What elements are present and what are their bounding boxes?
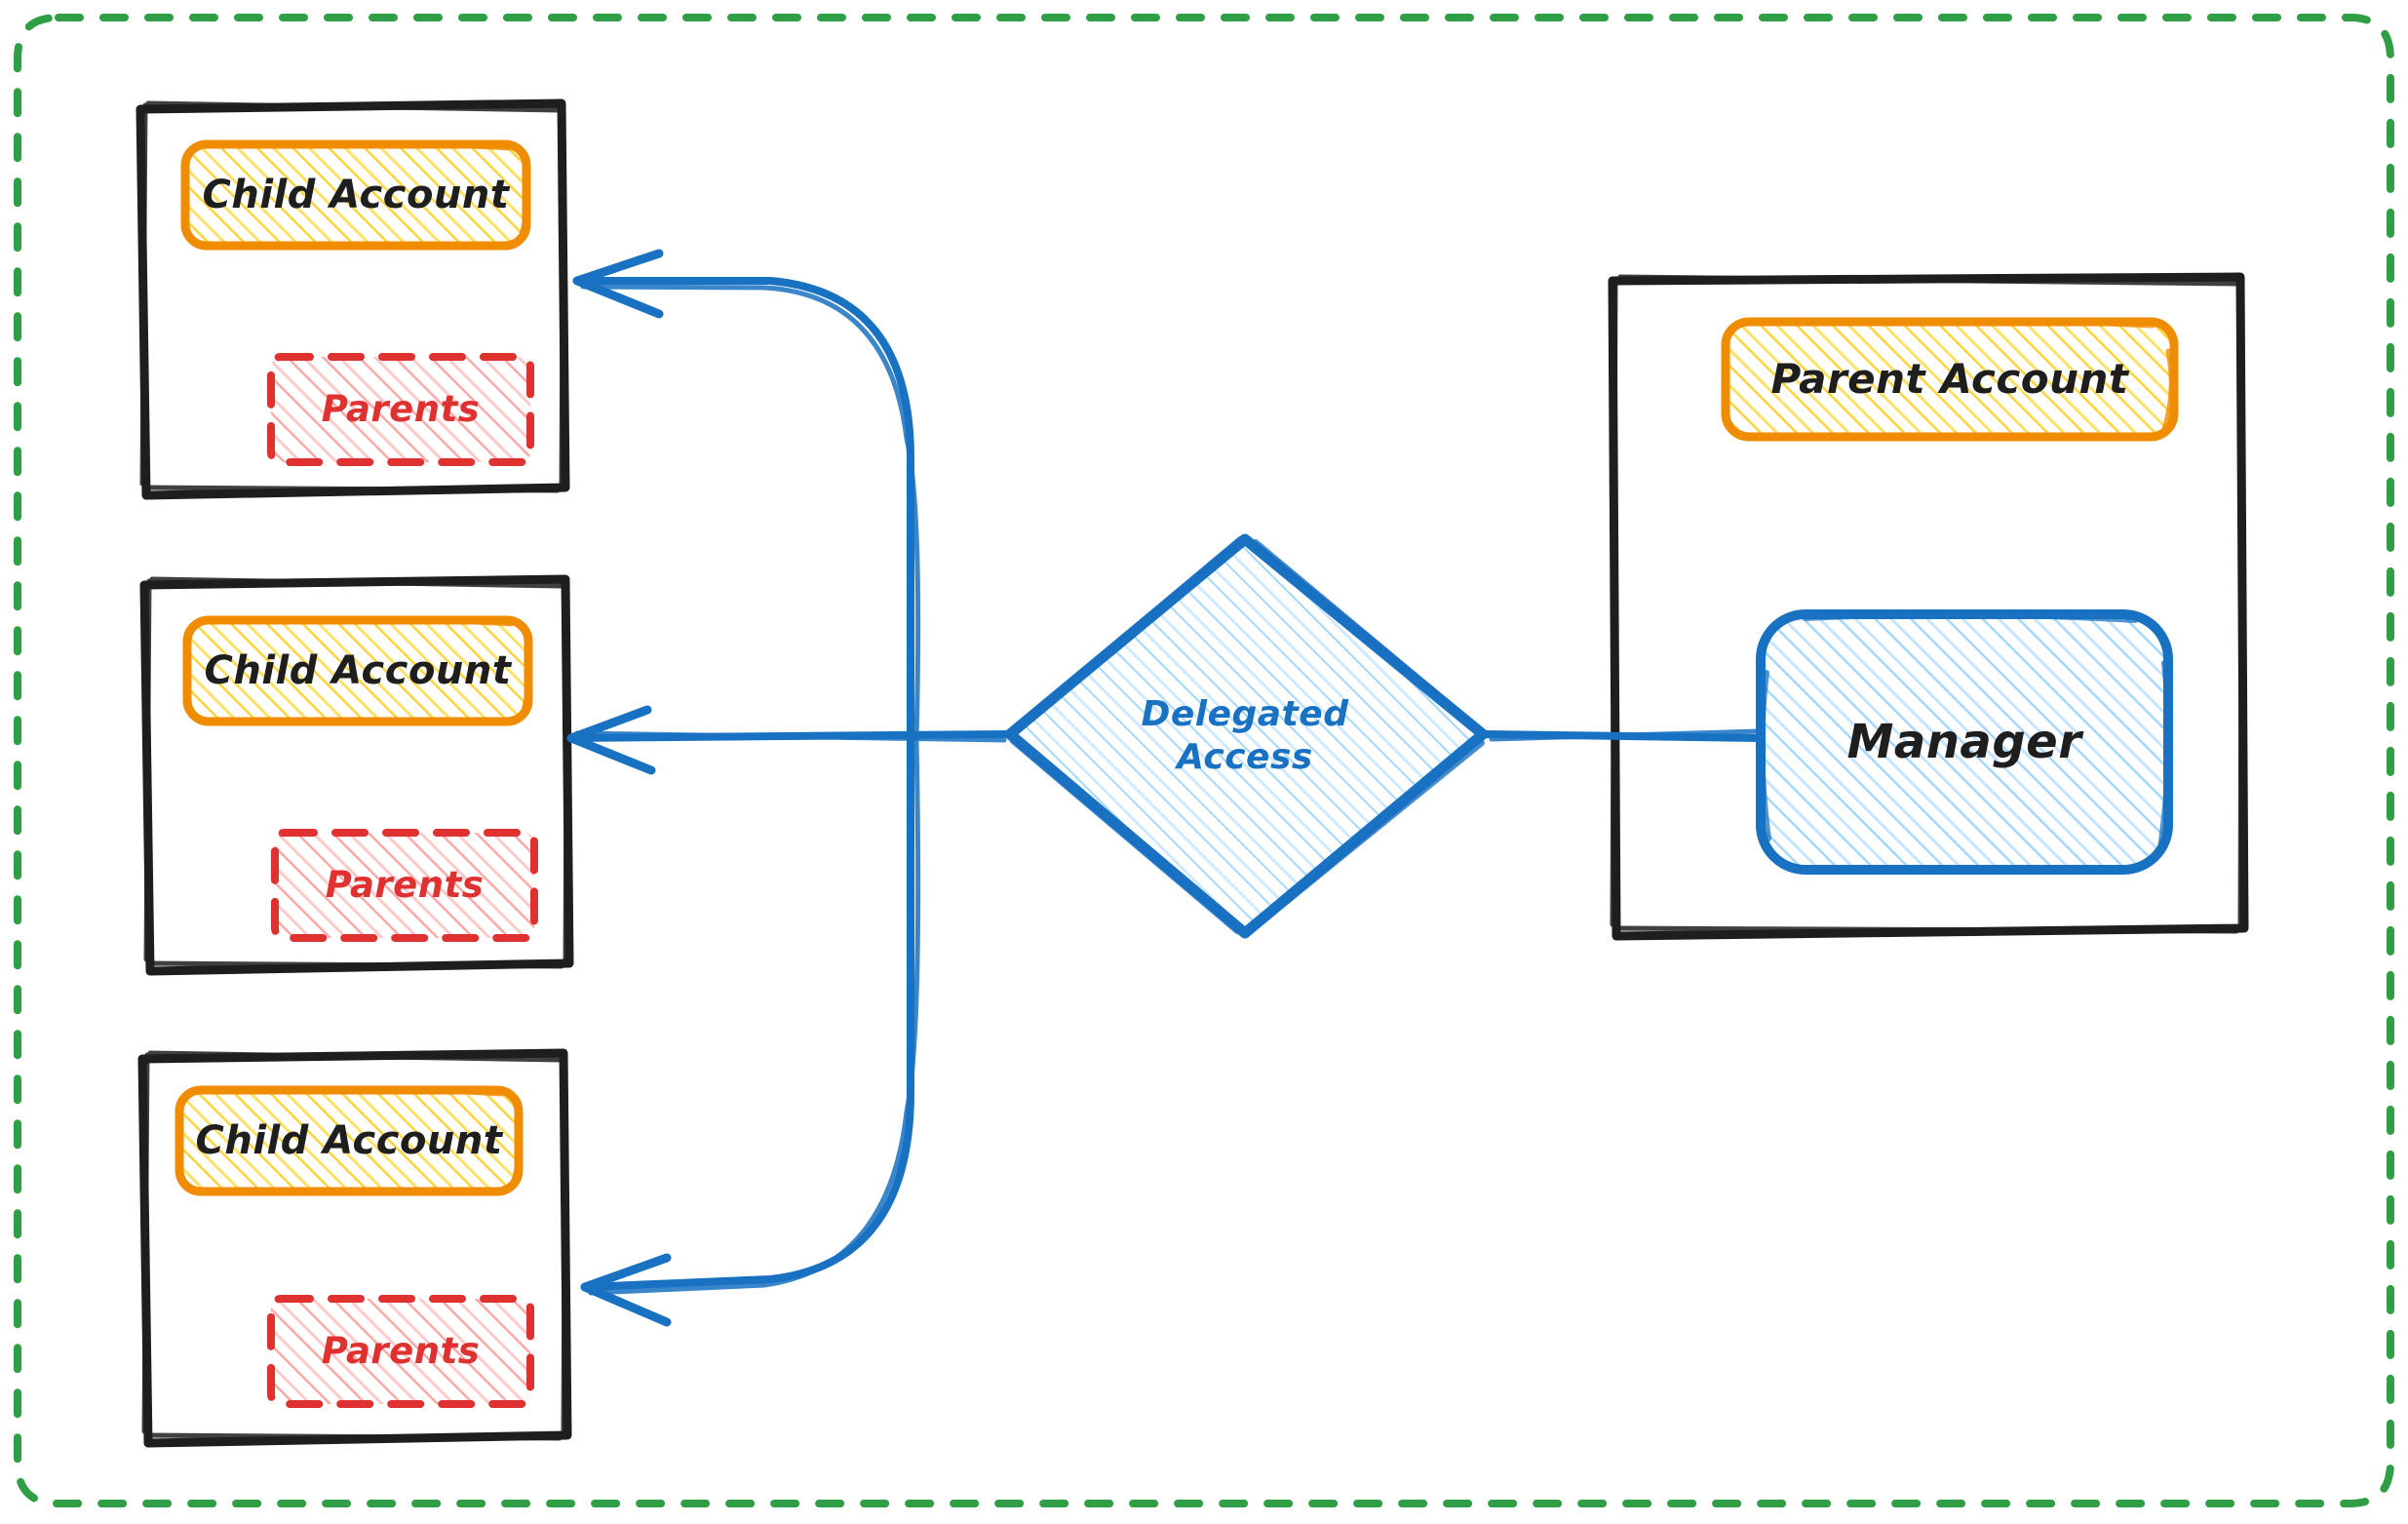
child-account-box-3[interactable] <box>175 1085 524 1196</box>
connector-delegated-access-to-child-2 <box>566 705 1010 775</box>
manager-box[interactable] <box>1756 609 2173 875</box>
connector-delegated-access-to-child-1 <box>572 249 921 745</box>
child-account-box-1[interactable] <box>180 139 531 251</box>
connector-manager-to-delegated-access <box>1483 728 1765 742</box>
connector-delegated-access-to-child-3 <box>580 733 921 1327</box>
parents-box-1[interactable] <box>267 353 534 466</box>
parent-account-box[interactable] <box>1721 317 2179 442</box>
parents-box-2[interactable] <box>271 829 538 942</box>
organization-boundary <box>14 14 2394 1507</box>
delegated-access-diamond[interactable] <box>1004 533 1489 939</box>
child-account-box-2[interactable] <box>182 615 533 726</box>
parents-box-3[interactable] <box>267 1295 534 1408</box>
